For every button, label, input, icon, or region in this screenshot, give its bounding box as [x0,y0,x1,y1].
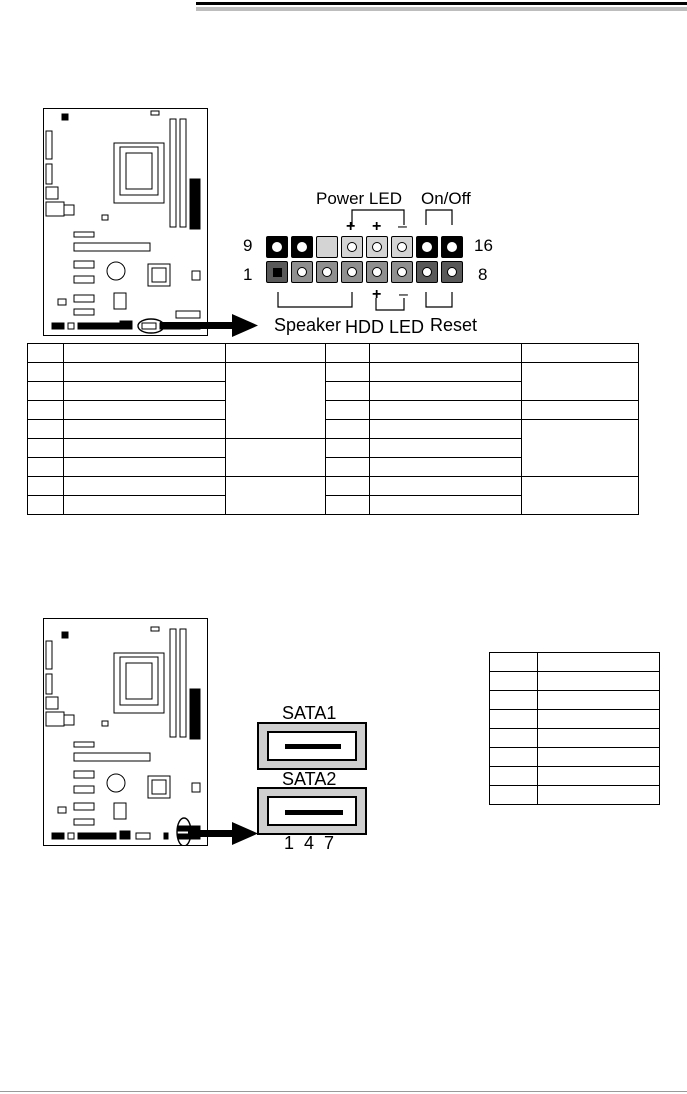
speaker-label: Speaker [274,315,342,335]
power-led-plus-2: + [372,218,382,235]
header-pin-13 [366,236,388,258]
hdd-led-label: HDD LED [345,317,425,337]
header-pin-7 [416,261,438,283]
sata1-label: SATA1 [282,703,337,723]
power-led-minus: – [398,218,407,235]
header-pin-11 [316,236,338,258]
sata2-label: SATA2 [282,769,337,789]
header-rule-shade [196,7,687,11]
motherboard-diagram-2 [43,618,208,846]
table-row [489,766,661,786]
motherboard-layout-1 [45,110,201,334]
lower-brackets [277,292,453,311]
table-row [27,457,639,477]
header-pin-9 [266,236,288,258]
pin-9-label: 9 [243,236,253,255]
table-row [489,671,661,691]
header-pin-2 [291,261,313,283]
header-pin-5 [366,261,388,283]
hdd-led-plus: + [372,286,382,303]
table-row [489,652,661,672]
table-row [27,400,639,420]
header-pin-16 [441,236,463,258]
table-row [489,785,661,805]
table-row [27,495,639,515]
sata-pin-table [489,652,661,805]
hdd-led-minus: – [399,286,408,303]
header-pin-15 [416,236,438,258]
table-row [489,747,661,767]
sata2-slot [267,796,357,826]
header-pin-14 [391,236,413,258]
sata2-connector [257,787,367,835]
table-row [489,709,661,729]
header-pin-8 [441,261,463,283]
front-panel-pin-table [27,343,639,515]
table-row [27,419,639,477]
table-row [27,343,639,363]
pointer-arrow-2 [188,822,260,846]
pointer-arrow-1 [160,314,260,338]
power-led-plus-1: + [346,218,356,235]
power-led-label: Power LED [316,189,402,208]
pin-8-label: 8 [478,265,488,284]
header-rule [196,2,687,5]
table-row [489,728,661,748]
on-off-label: On/Off [421,189,471,208]
motherboard-diagram-1 [43,108,208,336]
sata2-key [285,810,343,815]
table-row [27,476,639,515]
pin-1-label: 1 [243,265,253,284]
header-pin-4 [341,261,363,283]
table-row [489,690,661,710]
table-row [27,362,639,439]
header-pin-1 [266,261,288,283]
sata1-connector [257,722,367,770]
sata1-slot [267,731,357,761]
header-pin-6 [391,261,413,283]
motherboard-layout-2 [45,626,201,845]
table-row [27,438,639,477]
footer-rule [0,1091,687,1092]
pin-16-label: 16 [474,236,493,255]
header-brackets [351,209,453,225]
sata1-key [285,744,341,749]
header-pin-10 [291,236,313,258]
front-panel-header [266,236,470,288]
header-pin-3 [316,261,338,283]
header-pin-12 [341,236,363,258]
sata-pin-numbers: 1 4 7 [284,833,335,853]
reset-label: Reset [430,315,478,335]
